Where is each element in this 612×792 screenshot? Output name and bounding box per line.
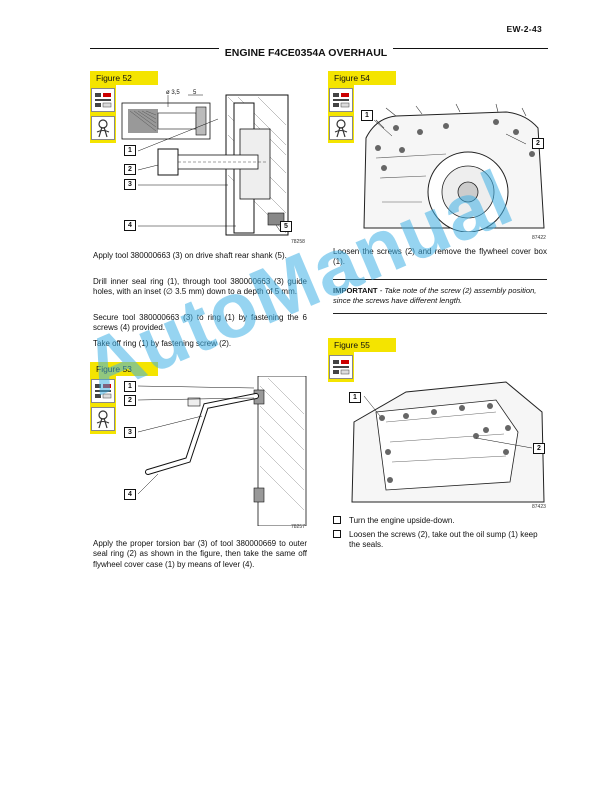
figure-53-callout-4: 4	[124, 489, 136, 500]
figure-54-icon-strip	[328, 85, 354, 143]
figure-54-label: Figure 54	[328, 71, 396, 85]
section-title-wrap: ENGINE F4CE0354A OVERHAUL	[0, 43, 612, 61]
important-rule-top	[333, 279, 547, 280]
hand-tool-icon	[91, 407, 115, 431]
figure-52-callout-1: 1	[124, 145, 136, 156]
figure-54-drawing	[363, 103, 545, 232]
important-note: IMPORTANT - Take note of the screw (2) a…	[333, 286, 547, 306]
important-label: IMPORTANT	[333, 286, 378, 295]
figure-53-callout-1: 1	[124, 381, 136, 392]
figure-52-callout-5: 5	[280, 221, 292, 232]
section-title: ENGINE F4CE0354A OVERHAUL	[218, 47, 394, 59]
figure-54-code: 87422	[532, 235, 546, 241]
figure-54-callout-1: 1	[361, 110, 373, 121]
paragraph-secure-tool: Secure tool 380000663 (3) to ring (1) by…	[93, 313, 307, 333]
paragraph-apply-tool: Apply tool 380000663 (3) on drive shaft …	[93, 251, 287, 260]
figure-55-drawing	[351, 381, 545, 503]
figure-52-callout-2: 2	[124, 164, 136, 175]
figure-52-code: 78258	[291, 239, 305, 245]
figure-53-code: 78257	[291, 524, 305, 530]
list-item: Loosen the screws (2), take out the oil …	[333, 530, 547, 551]
figure-55-label: Figure 55	[328, 338, 396, 352]
figure-55-callout-1: 1	[349, 392, 361, 403]
list-item-text: Loosen the screws (2), take out the oil …	[349, 530, 538, 550]
figure-55-callout-2: 2	[533, 443, 545, 454]
paragraph-drill-ring: Drill inner seal ring (1), through tool …	[93, 277, 307, 297]
list-item-text: Turn the engine upside-down.	[349, 516, 455, 525]
remove-install-icon	[91, 88, 115, 112]
figure-53-icon-strip	[90, 376, 116, 434]
important-rule-bottom	[333, 313, 547, 314]
checkbox-icon	[333, 516, 341, 524]
page-number: EW-2-43	[506, 24, 542, 34]
paragraph-take-off-ring: Take off ring (1) by fastening screw (2)…	[93, 339, 232, 348]
figure-53-callout-3: 3	[124, 427, 136, 438]
important-text: - Take note of the screw (2) assembly po…	[333, 286, 537, 305]
figure-52-callout-3: 3	[124, 179, 136, 190]
checkbox-icon	[333, 530, 341, 538]
hand-tool-icon	[329, 116, 353, 140]
figure-53-drawing	[137, 376, 307, 526]
remove-install-icon	[329, 88, 353, 112]
figure-55-icon-strip	[328, 352, 354, 382]
paragraph-torsion-bar: Apply the proper torsion bar (3) of tool…	[93, 539, 307, 569]
figure-53-callout-2: 2	[124, 395, 136, 406]
remove-install-icon	[91, 379, 115, 403]
figure-52-dim-depth: 5	[193, 90, 197, 96]
figure-52-label: Figure 52	[90, 71, 158, 85]
figure-52-icon-strip	[90, 85, 116, 143]
figure-53-label: Figure 53	[90, 362, 158, 376]
list-item: Turn the engine upside-down.	[333, 516, 547, 526]
hand-tool-icon	[91, 116, 115, 140]
figure-52-dim-diameter: ø 3,5	[166, 90, 180, 96]
paragraph-remove-flywheel-box: Loosen the screws (2) and remove the fly…	[333, 247, 547, 267]
figure-52-callout-4: 4	[124, 220, 136, 231]
figure-54-callout-2: 2	[532, 138, 544, 149]
figure-55-code: 87423	[532, 504, 546, 510]
remove-install-icon	[329, 355, 353, 379]
